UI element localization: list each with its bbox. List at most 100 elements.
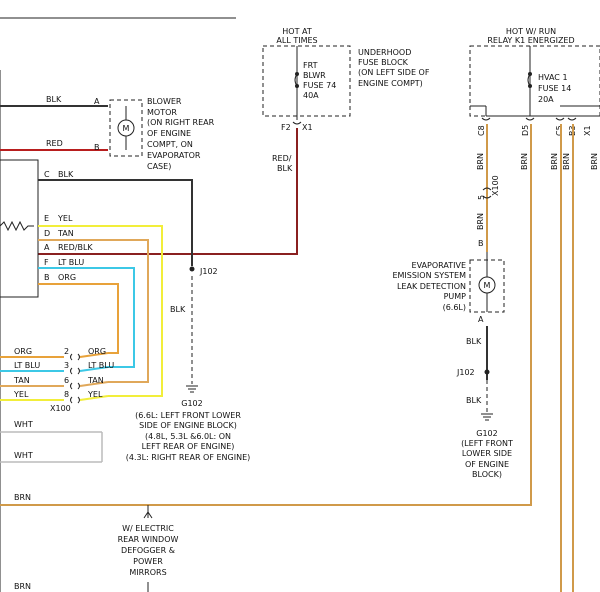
hot-at-all-times-l2: ALL TIMES	[276, 36, 317, 45]
fuse14-symbol	[527, 73, 531, 87]
x100-yel-left: YEL	[13, 390, 29, 399]
x100-left-label: X100	[50, 404, 71, 413]
x100-link-org	[79, 352, 109, 358]
fuse74-symbol	[294, 73, 298, 87]
j102-left: J102	[199, 267, 218, 276]
brn-label-x1: BRN	[590, 153, 599, 170]
left-module-box	[0, 159, 39, 298]
evap-l2: EMISSION SYSTEM	[392, 271, 466, 280]
x100-link-tan	[79, 381, 109, 387]
x100-tan-right: TAN	[87, 376, 104, 385]
wire-red-blk	[38, 128, 298, 255]
ground-right-icon	[481, 413, 493, 421]
blower-l5: COMPT, ON	[147, 140, 193, 149]
x100-left-connector-symbol	[70, 353, 80, 404]
resistor-icon	[0, 220, 34, 232]
evap-blk-1: BLK	[466, 337, 482, 346]
conn-wire-b: ORG	[58, 273, 76, 282]
fuse74-l2: BLWR	[303, 71, 326, 80]
evap-pump-motor-m: M	[484, 281, 491, 290]
hot-w-run-l2: RELAY K1 ENERGIZED	[487, 36, 574, 45]
fuse74-l1: FRT	[303, 61, 318, 70]
blower-motor-box	[109, 99, 143, 157]
fuse74-l4: 40A	[303, 91, 319, 100]
conn-pin-b: B	[44, 273, 50, 282]
brn-label-b3: BRN	[562, 153, 571, 170]
wire-yel	[38, 225, 163, 397]
fuse74-l3: FUSE 74	[303, 81, 336, 90]
underhood-l1: UNDERHOOD	[358, 48, 411, 57]
j102-right-dot	[484, 369, 490, 375]
connector-f2-symbol	[292, 121, 302, 125]
conn-wire-c: BLK	[58, 170, 74, 179]
rear-window-l2: REAR WINDOW	[118, 535, 179, 544]
blower-l7: CASE)	[147, 162, 171, 171]
underhood-l3: (ON LEFT SIDE OF	[358, 68, 430, 77]
x1-label: X1	[302, 123, 313, 132]
wire-blk-c	[38, 179, 193, 266]
x100-link-ltblu	[79, 366, 109, 372]
g102-right-l1: (LEFT FRONT	[461, 439, 513, 448]
brn-label-d5: BRN	[520, 153, 529, 170]
x1-right-label: X1	[583, 125, 592, 136]
fuse14-l3: 20A	[538, 95, 554, 104]
f2-label: F2	[281, 123, 291, 132]
ground-left-icon	[186, 385, 198, 393]
g102-left-l1: (6.6L: LEFT FRONT LOWER	[135, 411, 241, 420]
conn-pin-a: A	[44, 243, 50, 252]
conn-pin-f: F	[44, 258, 49, 267]
x100-right-pin: 5	[477, 195, 486, 200]
conn-wire-e: YEL	[57, 214, 73, 223]
underhood-l4: ENGINE COMPT)	[358, 79, 423, 88]
red-blk-label-2: BLK	[277, 164, 293, 173]
j102-right: J102	[456, 368, 475, 377]
fuse14-l2: FUSE 14	[538, 84, 571, 93]
x100-pin-8: 8	[64, 390, 69, 399]
connector-c5-symbol	[555, 117, 565, 121]
blower-l4: OF ENGINE	[147, 129, 191, 138]
wire-tan	[38, 239, 149, 383]
g102-right-l4: BLOCK)	[472, 470, 502, 479]
hot-w-run-l1: HOT W/ RUN	[506, 27, 556, 36]
x100-right-wire: BRN	[476, 213, 485, 230]
conn-wire-d: TAN	[57, 229, 74, 238]
evap-pin-a: A	[478, 315, 484, 324]
evap-l4: PUMP	[444, 292, 467, 301]
brn-bottom: BRN	[14, 582, 31, 591]
blk-vertical: BLK	[170, 305, 186, 314]
rear-window-l3: DEFOGGER &	[121, 546, 175, 555]
connector-b3-symbol	[567, 117, 577, 121]
g102-left-label: G102	[181, 399, 202, 408]
wire-ltblu	[38, 267, 135, 368]
hvac-fuse-box	[469, 45, 600, 117]
x100-pin-3: 3	[64, 361, 69, 370]
d5-label: D5	[521, 125, 530, 136]
g102-left-l4: LEFT REAR OF ENGINE)	[142, 442, 235, 451]
blower-l1: BLOWER	[147, 97, 182, 106]
blower-l3: (ON RIGHT REAR	[147, 118, 215, 127]
conn-pin-c: C	[44, 170, 50, 179]
x100-pin-6: 6	[64, 376, 69, 385]
c8-label: C8	[477, 125, 486, 136]
rear-window-l4: POWER	[133, 557, 163, 566]
evap-pin-b: B	[478, 239, 484, 248]
x100-ltblu-right: LT BLU	[88, 361, 114, 370]
blower-pin-a: A	[94, 97, 100, 106]
c5-label: C5	[555, 125, 564, 136]
x100-yel-right: YEL	[87, 390, 103, 399]
hot-at-all-times-l1: HOT AT	[282, 27, 312, 36]
g102-left-l3: (4.8L, 5.3L &6.0L: ON	[145, 432, 231, 441]
connector-c8-symbol	[481, 117, 491, 121]
g102-left-l2: SIDE OF ENGINE BLOCK)	[139, 421, 237, 430]
red-blk-label-1: RED/	[272, 154, 292, 163]
rear-window-l1: W/ ELECTRIC	[122, 524, 174, 533]
brn-label-c5: BRN	[550, 153, 559, 170]
conn-wire-f: LT BLU	[58, 258, 84, 267]
connector-d5-symbol	[525, 117, 535, 121]
x100-ltblu-left: LT BLU	[14, 361, 40, 370]
wht-1: WHT	[14, 420, 33, 429]
underhood-l2: FUSE BLOCK	[358, 58, 409, 67]
underhood-fuse-box	[262, 45, 351, 117]
wire-brn-d5	[0, 124, 532, 506]
